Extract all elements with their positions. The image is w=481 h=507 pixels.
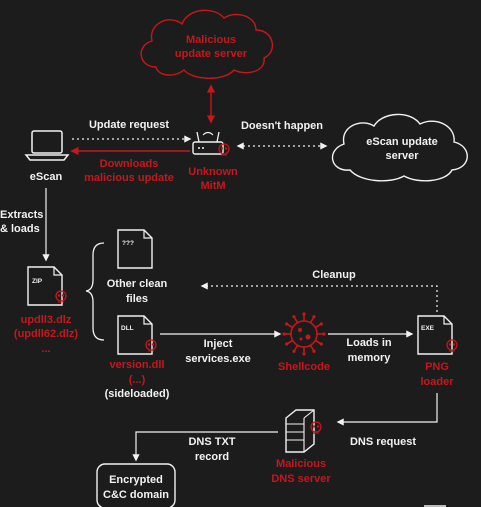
virus-spike [287, 339, 294, 345]
dll-icon-label: DLL [121, 325, 134, 332]
dns-server-label-2: DNS server [271, 473, 331, 485]
escan-server-node: eScan update server [332, 113, 468, 182]
malicious-server-label-1: Malicious [186, 34, 236, 46]
virus-spike [314, 339, 321, 345]
doesnt-happen-label: Doesn't happen [241, 120, 323, 132]
file-icon [417, 315, 453, 355]
skull-icon [310, 421, 322, 435]
cc-domain-node: Encrypted C&C domain [96, 463, 176, 507]
malicious-server-node: Malicious update server [140, 9, 274, 79]
virus-spike-tip [292, 349, 296, 353]
skull-icon [145, 339, 157, 353]
dns-server-label-1: Malicious [276, 458, 326, 470]
zip-file-node: ZIP updll3.dlz (updll62.dlz) ... [14, 266, 79, 355]
server-icon [285, 409, 315, 453]
dns-txt-arrow [132, 431, 278, 462]
loads-label-2: memory [348, 352, 392, 364]
unknown-icon-label: ??? [122, 240, 134, 247]
zip-label-2: (updll62.dlz) [14, 328, 79, 340]
virus-spike [309, 344, 315, 351]
png-loader-label-1: PNG [425, 361, 449, 373]
other-files-label-2: files [126, 293, 148, 305]
zip-label-3: ... [41, 343, 50, 355]
cc-domain-label-1: Encrypted [109, 474, 163, 486]
extracts-label-2: & loads [0, 223, 40, 235]
virus-spike-tip [285, 342, 289, 346]
virus-spike [287, 323, 294, 329]
grouping-brace [85, 242, 105, 341]
malicious-server-label-2: update server [175, 48, 248, 60]
dns-request-label: DNS request [350, 436, 416, 448]
escan-server-label-2: server [385, 150, 419, 162]
virus-icon [282, 312, 326, 356]
skull-icon [55, 290, 67, 304]
mitm-node: Unknown MitM [188, 131, 238, 192]
shellcode-node: Shellcode [278, 312, 330, 373]
zip-icon-label: ZIP [32, 278, 43, 285]
dns-server-node: Malicious DNS server [271, 409, 331, 485]
virus-spike-tip [312, 315, 316, 319]
other-files-node: ??? Other clean files [107, 229, 168, 305]
exe-icon-label: EXE [421, 325, 435, 332]
mitm-label-1: Unknown [188, 166, 238, 178]
cc-domain-label-2: C&C domain [103, 489, 169, 501]
virus-spike [309, 317, 315, 324]
file-icon [117, 315, 153, 355]
virus-spike [293, 317, 299, 324]
downloads-label-2: malicious update [84, 172, 174, 184]
virus-spike-tip [302, 312, 306, 316]
virus-spike-tip [292, 315, 296, 319]
cloud-icon [140, 9, 274, 79]
dns-request-arrow [336, 393, 438, 426]
virus-spike-tip [282, 332, 286, 336]
dns-txt-label-1: DNS TXT [188, 436, 235, 448]
virus-spike-tip [322, 332, 326, 336]
file-icon [27, 266, 63, 306]
inject-label-2: services.exe [185, 353, 250, 365]
png-loader-node: EXE PNG loader [417, 315, 458, 388]
update-request-label: Update request [89, 119, 169, 131]
virus-spike-tip [319, 342, 323, 346]
escan-client-node: eScan [24, 130, 70, 183]
virus-spike [314, 323, 321, 329]
virus-spike-tip [302, 352, 306, 356]
router-icon [192, 131, 224, 155]
escan-client-label: eScan [30, 171, 63, 183]
shellcode-label: Shellcode [278, 361, 330, 373]
loads-label-1: Loads in [346, 337, 392, 349]
downloads-label-1: Downloads [100, 158, 159, 170]
other-files-label-1: Other clean [107, 278, 168, 290]
extracts-label-1: Extracts [0, 209, 43, 221]
inject-label-1: Inject [204, 338, 233, 350]
cleanup-label: Cleanup [312, 269, 356, 281]
virus-spike [293, 344, 299, 351]
version-dll-label-1: version.dll [109, 359, 164, 371]
escan-server-label-1: eScan update [366, 136, 438, 148]
png-loader-label-2: loader [420, 376, 454, 388]
virus-spike-tip [319, 322, 323, 326]
cleanup-arrow [200, 282, 438, 312]
version-dll-label-2: (...) [129, 374, 146, 386]
file-icon [117, 229, 153, 269]
sideloaded-label: (sideloaded) [105, 388, 170, 400]
dns-txt-label-2: record [195, 451, 229, 463]
zip-label-1: updll3.dlz [21, 314, 72, 326]
laptop-icon [24, 130, 70, 161]
virus-spike-tip [285, 322, 289, 326]
version-dll-node: DLL version.dll (...) (sideloaded) [105, 315, 170, 400]
virus-spike-tip [312, 349, 316, 353]
cloud-icon [332, 113, 468, 182]
mitm-label-2: MitM [200, 180, 225, 192]
